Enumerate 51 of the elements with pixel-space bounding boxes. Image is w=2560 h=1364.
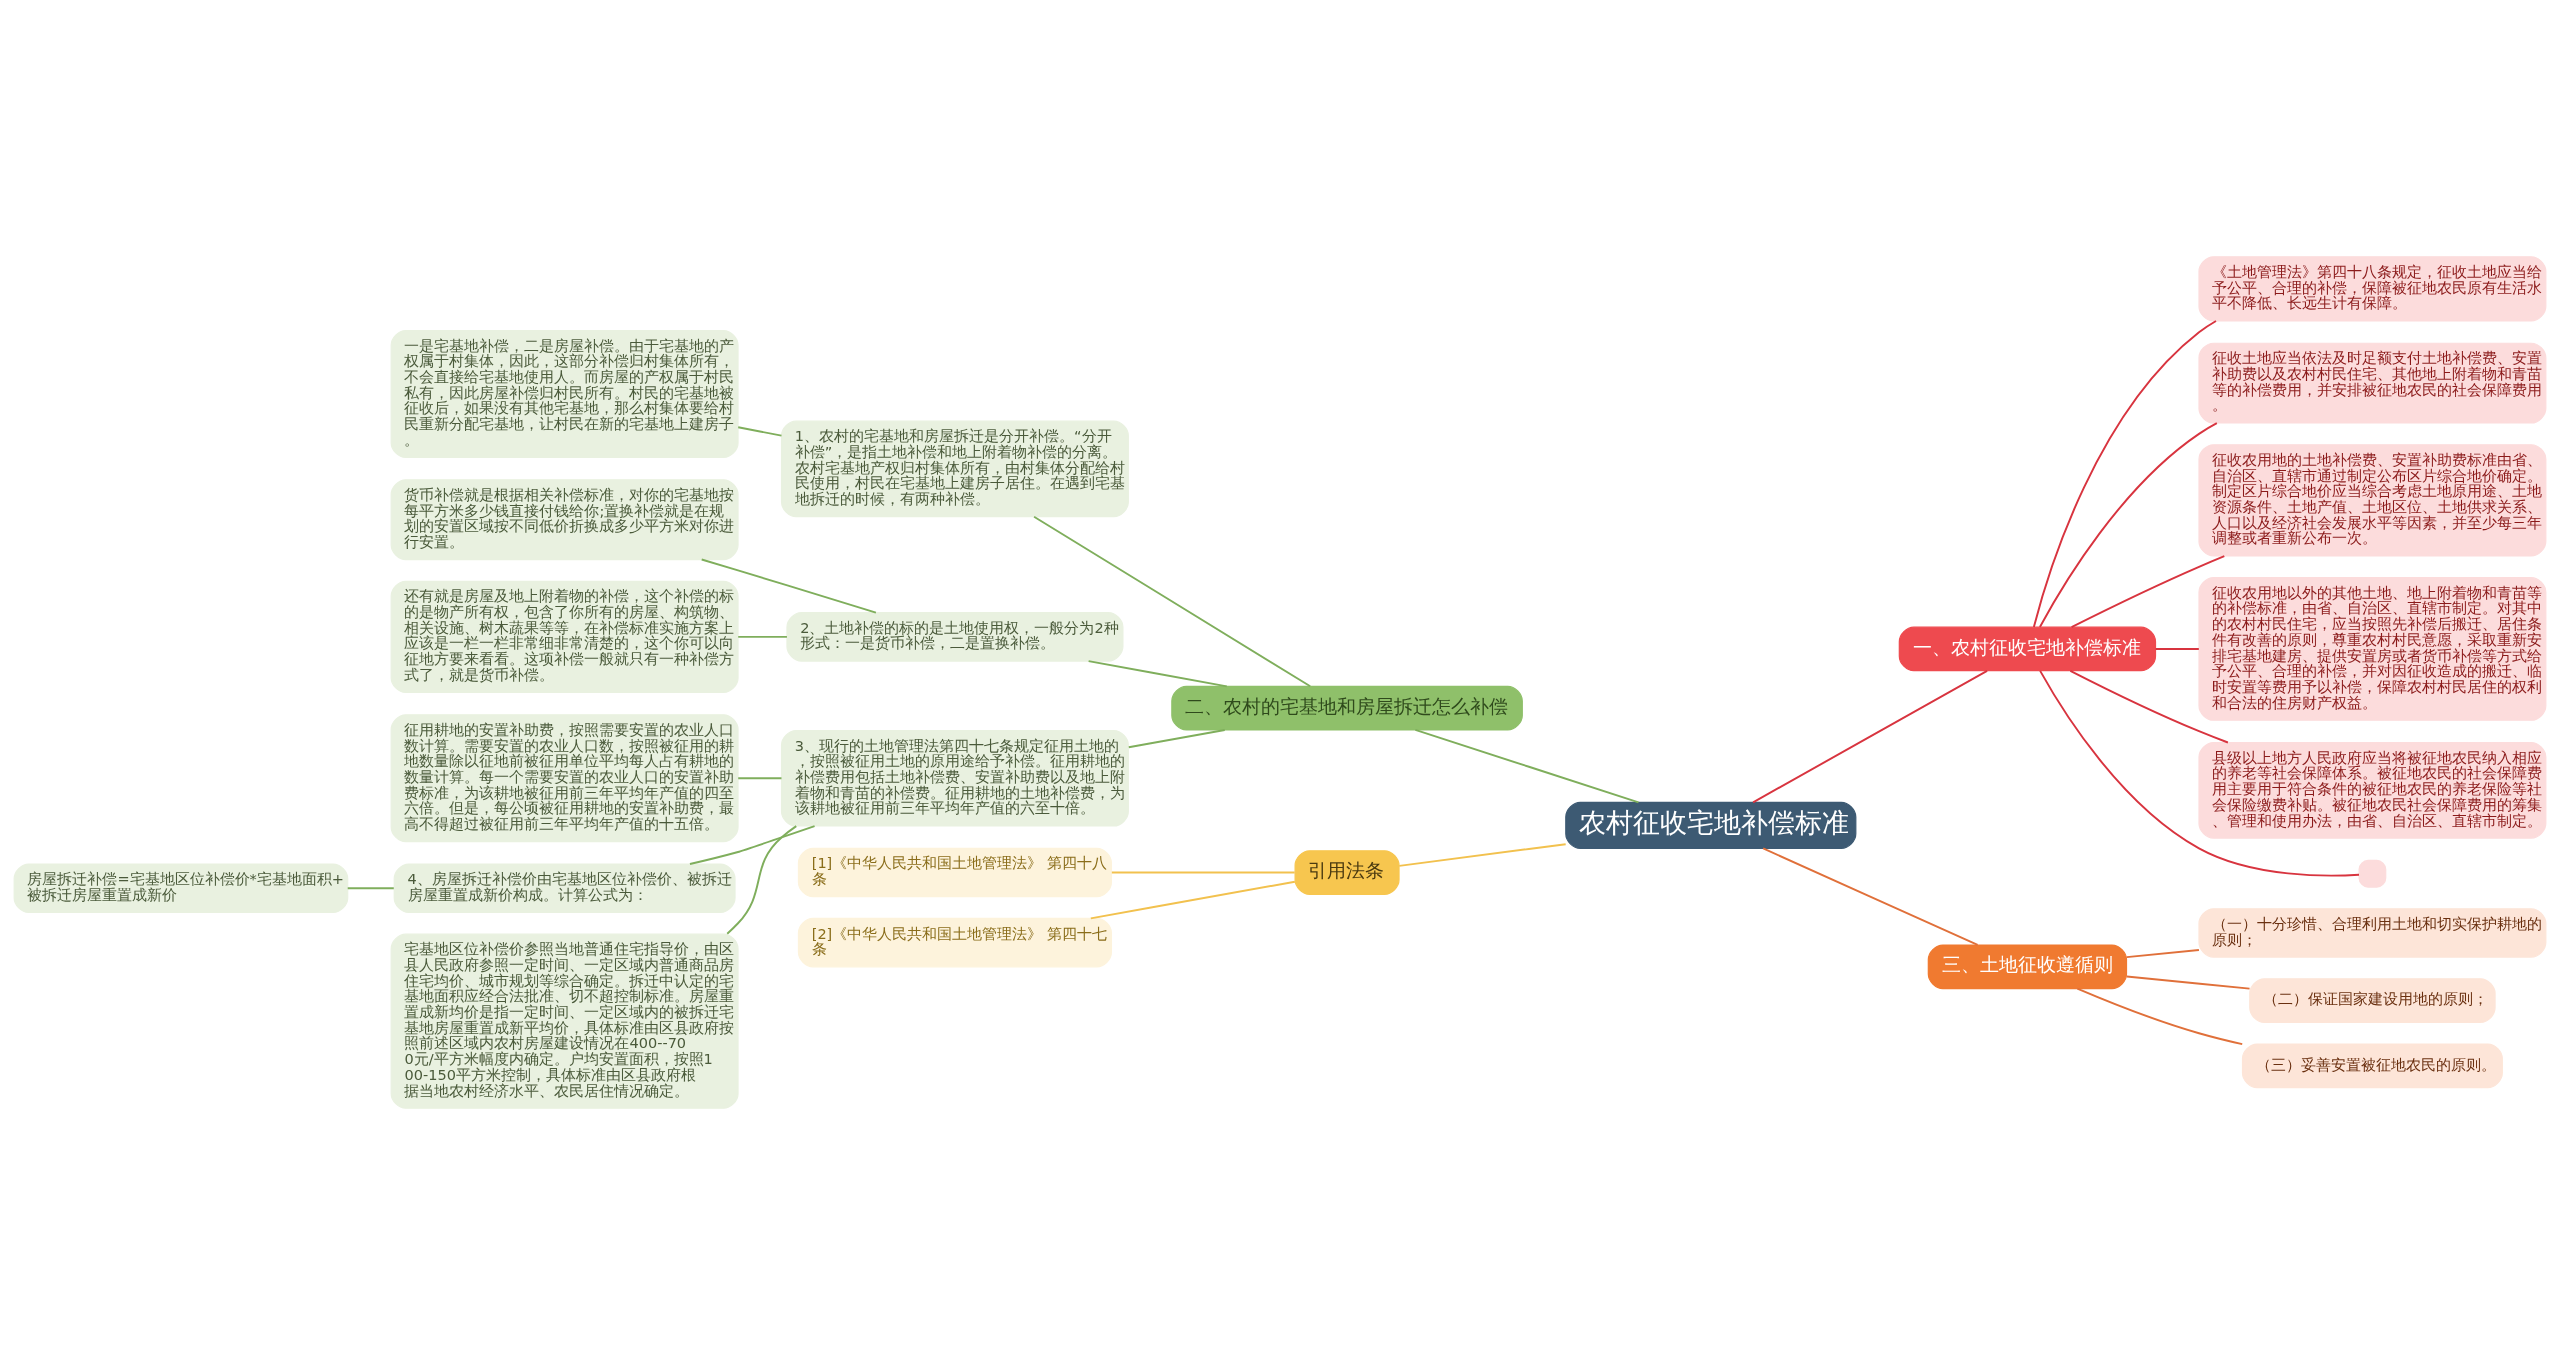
connector — [1414, 728, 1640, 803]
node-box: [1]《中华人民共和国土地管理法》 第四十八条 — [797, 847, 1113, 897]
node-box: 征收土地应当依法及时足额支付土地补偿费、安置补助费以及农村村民住宅、其他地上附着物和青苗等的补偿费用，并安排被征地农民的社会保障费用。 — [2198, 342, 2547, 424]
connector — [2038, 421, 2218, 628]
connector — [2032, 319, 2217, 628]
connector — [700, 558, 877, 614]
connector — [737, 425, 783, 437]
node-box: 货币补偿就是根据相关补偿标准，对你的宅基地按每平方米多少钱直接付钱给你;置换补偿就是在规划的安置区域按不同低价折换成多少平方米对你进行安置。 — [390, 478, 739, 560]
connector — [1752, 669, 1989, 803]
connector — [2070, 554, 2226, 628]
connector — [1087, 659, 1228, 687]
node-box: 一、农村征收宅地补偿标准 — [1898, 626, 2157, 671]
node-box: 3、现行的土地管理法第四十七条规定征用土地的，按照被征用土地的原用途给予补偿。征用耕地的补偿费用包括土地补偿费、安置补助费以及地上附着物和青苗的补偿费。征用耕地的土地补偿费，为该耕地被征用前三年平均年产值的六至十倍。 — [780, 729, 1129, 827]
connector — [726, 824, 798, 935]
connector — [2154, 647, 2200, 650]
node-box: 2、土地补偿的标的是土地使用权，一般分为2种形式：一是货币补偿，二是置换补偿。 — [786, 611, 1124, 662]
connector — [1762, 846, 1979, 946]
node-box: 征收农用地的土地补偿费、安置补助费标准由省、自治区、直辖市通过制定公布区片综合地价确定。制定区片综合地价应当综合考虑土地原用途、土地资源条件、土地产值、土地区位、土地供求关系、人口以及经济社会发展水平等因素，并至少每三年调整或者重新公布一次。 — [2198, 443, 2547, 557]
node-box: （一）十分珍惜、合理利用土地和切实保护耕地的原则； — [2198, 907, 2547, 958]
connector — [737, 635, 788, 638]
connector — [2125, 948, 2200, 958]
node-box: 县级以上地方人民政府应当将被征地农民纳入相应的养老等社会保障体系。被征地农民的社会保障费用主要用于符合条件的被征地农民的养老保险等社会保险缴费补贴。被征地农民社会保障费用的筹集、管理和使用办法，由省、自治区、直辖市制定。 — [2198, 741, 2547, 839]
node-box: 二、农村的宅基地和房屋拆迁怎么补偿 — [1171, 685, 1523, 731]
connector — [2125, 975, 2251, 990]
connector — [346, 886, 395, 889]
node-box: 房屋拆迁补偿=宅基地区位补偿价*宅基地面积+被拆迁房屋重置成新价 — [13, 862, 349, 913]
connector — [1089, 880, 1296, 919]
node-box: 《土地管理法》第四十八条规定，征收土地应当给予公平、合理的补偿，保障被征地农民原有生活水平不降低、长远生计有保障。 — [2198, 255, 2547, 321]
node-box: 4、房屋拆迁补偿价由宅基地区位补偿价、被拆迁房屋重置成新价构成。计算公式为： — [393, 862, 736, 913]
node-box: （三）妥善安置被征地农民的原则。 — [2241, 1043, 2503, 1088]
connector — [1127, 728, 1226, 748]
connector — [2039, 669, 2360, 877]
connector — [2076, 987, 2244, 1045]
node-box: 还有就是房屋及地上附着物的补偿，这个补偿的标的是物产所有权，包含了你所有的房屋、构筑物、相关设施、树木蔬果等等，在补偿标准实施方案上应该是一栏一栏非常细非常清楚的，这个你可以向征地方要来看看。这项补偿一般就只有一种补偿方式了，就是货币补偿。 — [390, 580, 739, 693]
node-box: 引用法条 — [1294, 849, 1400, 895]
node-box: 三、土地征收遵循则 — [1927, 943, 2128, 989]
connector — [1033, 515, 1312, 687]
node-box: 宅基地区位补偿价参照当地普通住宅指导价，由区县人民政府参照一定时间、一定区域内普通商品房住宅均价、城市规划等综合确定。拆迁中认定的宅基地面积应经合法批准、切不超控制标准。房屋重置成新均价是指一定时间、一定区域内的被拆迁宅基地房屋重置成新平均价，具体标准由区县政府按照前述区域内农村房屋建设情况在400--700元/平方米幅度内确定。户均安置面积，按照100-150平方米控制，具体标准由区县政府根据当地农村经济水平、农民居住情况确定。 — [390, 933, 739, 1109]
node-box: 征用耕地的安置补助费，按照需要安置的农业人口数计算。需要安置的农业人口数，按照被征用的耕地数量除以征地前被征用单位平均每人占有耕地的数量计算。每一个需要安置的农业人口的安置补助费标准，为该耕地被征用前三年平均年产值的四至六倍。但是，每公顷被征用耕地的安置补助费，最高不得超过被征用前三年平均年产值的十五倍。 — [390, 713, 739, 842]
connector — [737, 776, 783, 779]
connector — [1398, 842, 1567, 867]
connector — [2069, 669, 2229, 743]
node-box: [2]《中华人民共和国土地管理法》 第四十七条 — [797, 917, 1113, 967]
node-box: 农村征收宅地补偿标准 — [1565, 801, 1857, 849]
connector — [689, 824, 816, 865]
node-box — [2358, 859, 2387, 888]
connector — [1110, 871, 1296, 873]
node-box: （二）保证国家建设用地的原则； — [2249, 977, 2496, 1023]
node-box: 一是宅基地补偿，二是房屋补偿。由于宅基地的产权属于村集体，因此，这部分补偿归村集体所有，不会直接给宅基地使用人。而房屋的产权属于村民私有，因此房屋补偿归村民所有。村民的宅基地被征收后，如果没有其他宅基地，那么村集体要给村民重新分配宅基地，让村民在新的宅基地上建房子。 — [390, 329, 739, 458]
node-box: 征收农用地以外的其他土地、地上附着物和青苗等的补偿标准，由省、自治区、直辖市制定。对其中的农村村民住宅，应当按照先补偿后搬迁、居住条件有改善的原则，尊重农村村民意愿，采取重新安排宅基地建房、提供安置房或者货币补偿等方式给予公平、合理的补偿，并对因征收造成的搬迁、临时安置等费用予以补偿，保障农村村民居住的权利和合法的住房财产权益。 — [2198, 576, 2547, 721]
node-box: 1、农村的宅基地和房屋拆迁是分开补偿。“分开补偿”，是指土地补偿和地上附着物补偿的分离。农村宅基地产权归村集体所有，由村集体分配给村民使用，村民在宅基地上建房子居住。在遇到宅基地拆迁的时候，有两种补偿。 — [780, 420, 1129, 517]
